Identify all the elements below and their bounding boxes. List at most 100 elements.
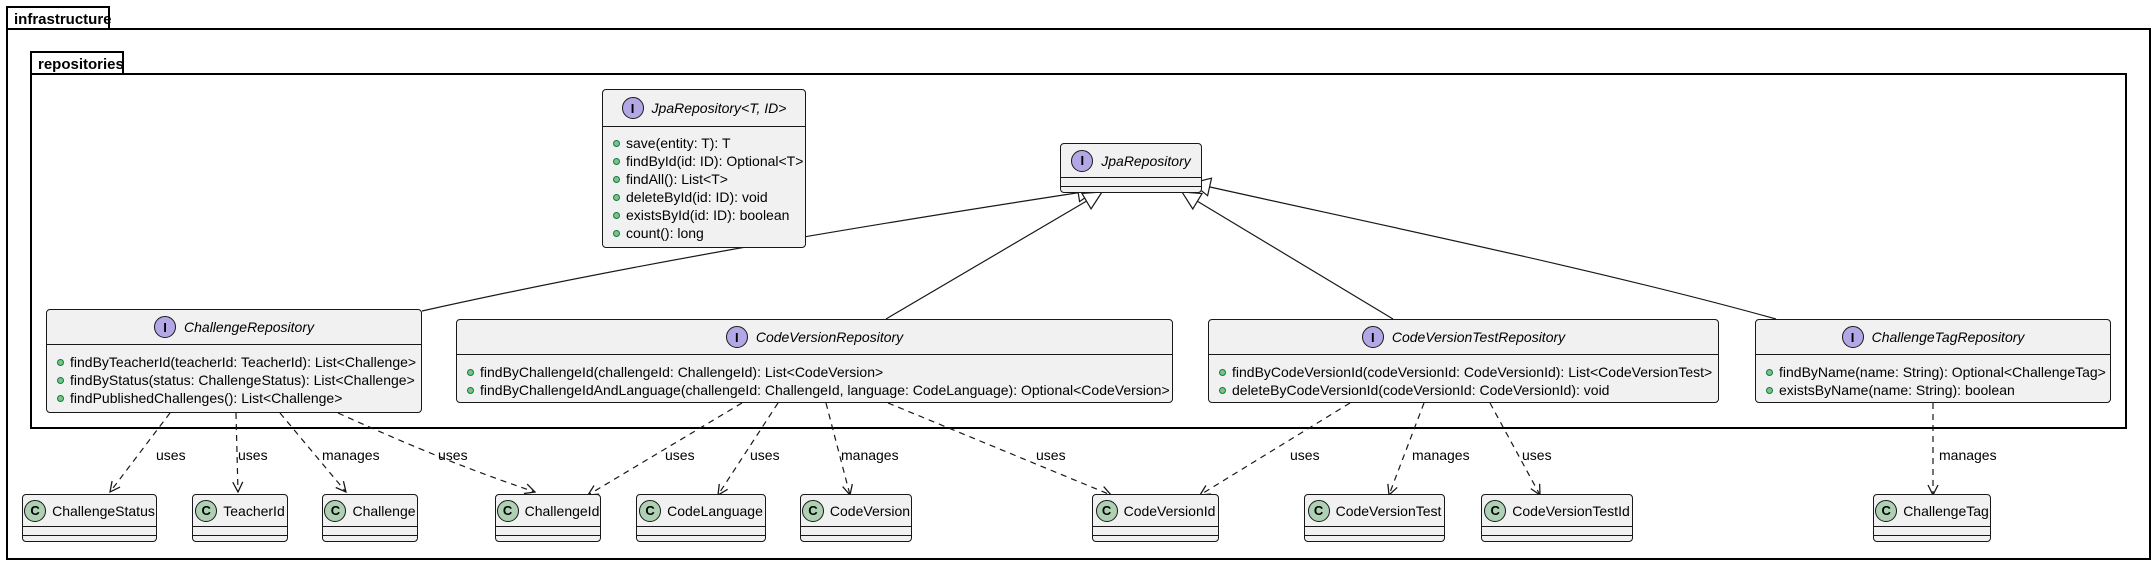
edge-codeversiontest-repo-uses-codeversionid xyxy=(1200,402,1351,495)
methods-compartment: findByName(name: String): Optional<Chall… xyxy=(1756,355,2110,403)
public-visibility-icon xyxy=(613,229,620,237)
class-codelanguage[interactable]: C CodeLanguage xyxy=(636,494,766,542)
method-row: findByChallengeIdAndLanguage(challengeId… xyxy=(467,381,1170,399)
class-stereotype-icon: C xyxy=(324,499,347,522)
label-uses: uses xyxy=(238,447,268,463)
method-row: existsByName(name: String): boolean xyxy=(1766,381,2100,399)
interface-codeversionrepository[interactable]: I CodeVersionRepository findByChallengeI… xyxy=(456,319,1173,403)
interface-stereotype-icon: I xyxy=(621,97,644,119)
fields-compartment xyxy=(193,527,287,536)
class-header: C CodeVersion xyxy=(801,495,911,527)
interface-name: CodeVersionTestRepository xyxy=(1391,329,1566,345)
interface-stereotype-icon: I xyxy=(1841,326,1864,348)
method-row: findByStatus(status: ChallengeStatus): L… xyxy=(57,371,415,389)
methods-compartment: findByCodeVersionId(codeVersionId: CodeV… xyxy=(1209,355,1718,403)
label-uses: uses xyxy=(438,447,468,463)
method-row: deleteById(id: ID): void xyxy=(613,188,795,206)
class-name: ChallengeTag xyxy=(1903,502,1989,519)
class-teacherid[interactable]: C TeacherId xyxy=(192,494,288,542)
class-codeversionid[interactable]: C CodeVersionId xyxy=(1092,494,1219,542)
class-codeversiontest[interactable]: C CodeVersionTest xyxy=(1304,494,1445,542)
class-header: C CodeVersionTestId xyxy=(1482,495,1632,527)
fields-compartment xyxy=(1874,527,1990,536)
class-name: CodeVersion xyxy=(829,502,911,519)
public-visibility-icon xyxy=(613,193,620,201)
class-header: C Challenge xyxy=(323,495,417,527)
label-uses: uses xyxy=(156,447,186,463)
edge-codeversion-repo-uses-challengeid xyxy=(588,402,743,495)
interface-challengetagrepository[interactable]: I ChallengeTagRepository findByName(name… xyxy=(1755,319,2111,403)
class-challengetag[interactable]: C ChallengeTag xyxy=(1873,494,1991,542)
class-stereotype-icon: C xyxy=(496,499,519,522)
methods-compartment: findByTeacherId(teacherId: TeacherId): L… xyxy=(47,345,421,411)
class-name: ChallengeId xyxy=(524,502,600,519)
edge-codeversion-repo-uses-codelanguage xyxy=(718,402,779,495)
class-codeversiontestid[interactable]: C CodeVersionTestId xyxy=(1481,494,1633,542)
label-uses: uses xyxy=(1522,447,1552,463)
class-challengeid[interactable]: C ChallengeId xyxy=(495,494,601,542)
label-uses: uses xyxy=(665,447,695,463)
interface-name: JpaRepository<T, ID> xyxy=(651,100,787,116)
edge-codeversion-repo-extends-jpa xyxy=(885,192,1102,320)
class-name: CodeVersionId xyxy=(1123,502,1216,519)
class-stereotype-icon: C xyxy=(1307,499,1330,522)
class-stereotype-icon: C xyxy=(1875,499,1898,522)
class-name: CodeVersionTestId xyxy=(1512,502,1630,519)
fields-compartment xyxy=(637,527,765,536)
method-row: deleteByCodeVersionId(codeVersionId: Cod… xyxy=(1219,381,1708,399)
fields-compartment xyxy=(323,527,417,536)
edge-challenge-repo-uses-teacherid xyxy=(236,412,238,492)
methods-compartment: save(entity: T): T findById(id: ID): Opt… xyxy=(603,127,805,246)
label-uses: uses xyxy=(750,447,780,463)
interface-header: I JpaRepository xyxy=(1061,144,1201,178)
label-manages: manages xyxy=(322,447,380,463)
fields-compartment xyxy=(801,527,911,536)
public-visibility-icon xyxy=(1219,386,1226,394)
public-visibility-icon xyxy=(613,139,620,147)
public-visibility-icon xyxy=(57,376,64,384)
public-visibility-icon xyxy=(1766,368,1773,376)
public-visibility-icon xyxy=(57,394,64,402)
fields-compartment xyxy=(1305,527,1444,536)
class-codeversion[interactable]: C CodeVersion xyxy=(800,494,912,542)
class-stereotype-icon: C xyxy=(1095,499,1118,522)
method-row: findPublishedChallenges(): List<Challeng… xyxy=(57,389,411,407)
method-row: count(): long xyxy=(613,224,795,242)
interface-jparepository[interactable]: I JpaRepository xyxy=(1060,143,1202,193)
class-name: CodeLanguage xyxy=(667,502,763,519)
method-row: findByChallengeId(challengeId: Challenge… xyxy=(467,363,1162,381)
public-visibility-icon xyxy=(613,157,620,165)
class-stereotype-icon: C xyxy=(195,499,218,522)
fields-compartment xyxy=(1482,527,1632,536)
class-challengestatus[interactable]: C ChallengeStatus xyxy=(22,494,157,542)
class-name: CodeVersionTest xyxy=(1335,502,1442,519)
class-challenge[interactable]: C Challenge xyxy=(322,494,418,542)
label-manages: manages xyxy=(1939,447,1997,463)
method-row: findByTeacherId(teacherId: TeacherId): L… xyxy=(57,353,416,371)
fields-compartment xyxy=(1093,527,1218,536)
method-row: save(entity: T): T xyxy=(613,134,795,152)
public-visibility-icon xyxy=(613,211,620,219)
interface-stereotype-icon: I xyxy=(1071,149,1094,172)
interface-header: I CodeVersionRepository xyxy=(457,320,1172,355)
method-row: findAll(): List<T> xyxy=(613,170,795,188)
interface-stereotype-icon: I xyxy=(725,326,748,348)
public-visibility-icon xyxy=(57,358,64,366)
interface-codeversiontestrepository[interactable]: I CodeVersionTestRepository findByCodeVe… xyxy=(1208,319,1719,403)
class-stereotype-icon: C xyxy=(24,499,47,522)
edge-codeversion-repo-uses-codeversionid xyxy=(887,402,1111,495)
interface-header: I ChallengeTagRepository xyxy=(1756,320,2110,355)
interface-challengerepository[interactable]: I ChallengeRepository findByTeacherId(te… xyxy=(46,309,422,413)
class-stereotype-icon: C xyxy=(801,499,824,522)
fields-compartment xyxy=(1061,178,1201,187)
class-name: ChallengeStatus xyxy=(52,502,155,519)
label-uses: uses xyxy=(1036,447,1066,463)
interface-jparepository-generic[interactable]: I JpaRepository<T, ID> save(entity: T): … xyxy=(602,89,806,248)
class-stereotype-icon: C xyxy=(639,499,662,522)
public-visibility-icon xyxy=(467,386,474,394)
label-manages: manages xyxy=(841,447,899,463)
public-visibility-icon xyxy=(1219,368,1226,376)
edge-codeversiontest-repo-extends-jpa xyxy=(1182,192,1394,320)
public-visibility-icon xyxy=(1766,386,1773,394)
